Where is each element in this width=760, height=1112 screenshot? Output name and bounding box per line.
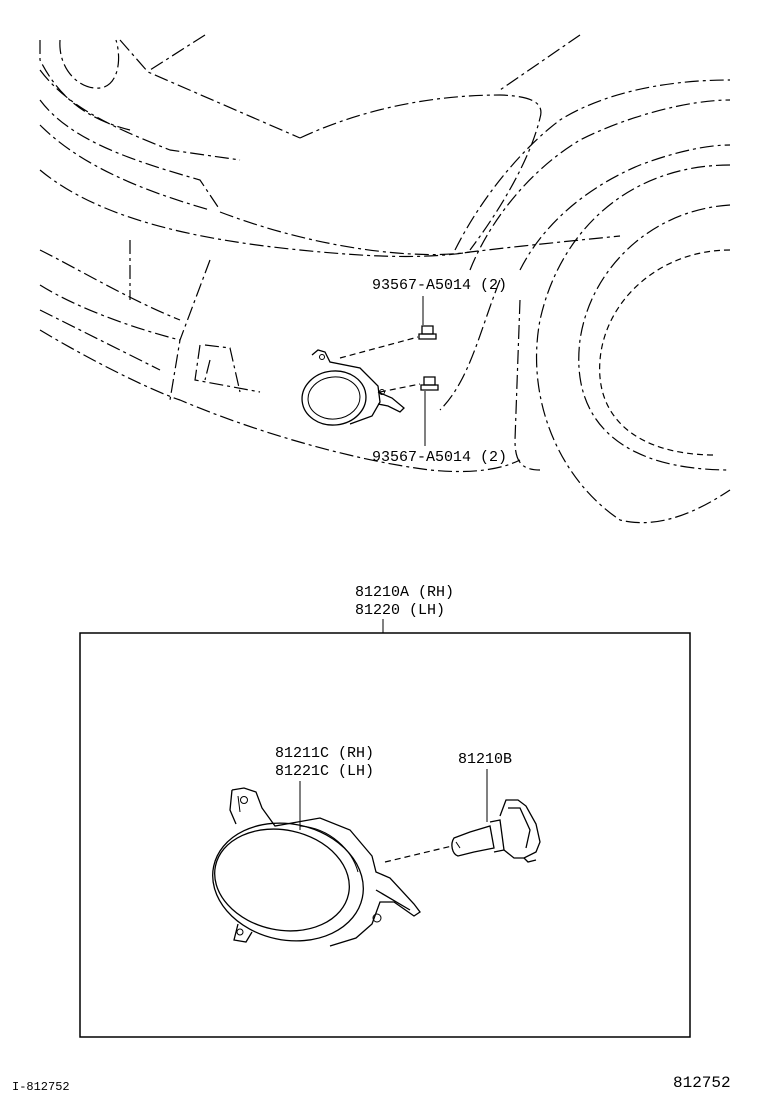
- fog-lamp-unit-icon: [212, 787, 421, 947]
- assembly-frame: [79, 632, 691, 1038]
- bolt-upper-icon: [339, 325, 437, 359]
- callout-bulb: 81210B: [458, 751, 512, 768]
- callout-assembly-lh: 81220 (LH): [355, 602, 445, 619]
- figure-number: 812752: [673, 1074, 731, 1092]
- callout-unit-lh: 81221C (LH): [275, 763, 374, 780]
- callout-bolt-lower: 93567-A5014 (2): [372, 449, 507, 466]
- callout-assembly-rh: 81210A (RH): [355, 584, 454, 601]
- illustration-id: I-812752: [12, 1080, 70, 1094]
- callout-unit-rh: 81211C (RH): [275, 745, 374, 762]
- bulb-insertion-line: [384, 845, 453, 863]
- fog-lamp-installed-icon: [301, 349, 405, 426]
- callout-bolt-upper: 93567-A5014 (2): [372, 277, 507, 294]
- bolt-lower-icon: [379, 376, 439, 393]
- bulb-icon: [451, 799, 541, 863]
- vehicle-front-outline: [39, 34, 731, 524]
